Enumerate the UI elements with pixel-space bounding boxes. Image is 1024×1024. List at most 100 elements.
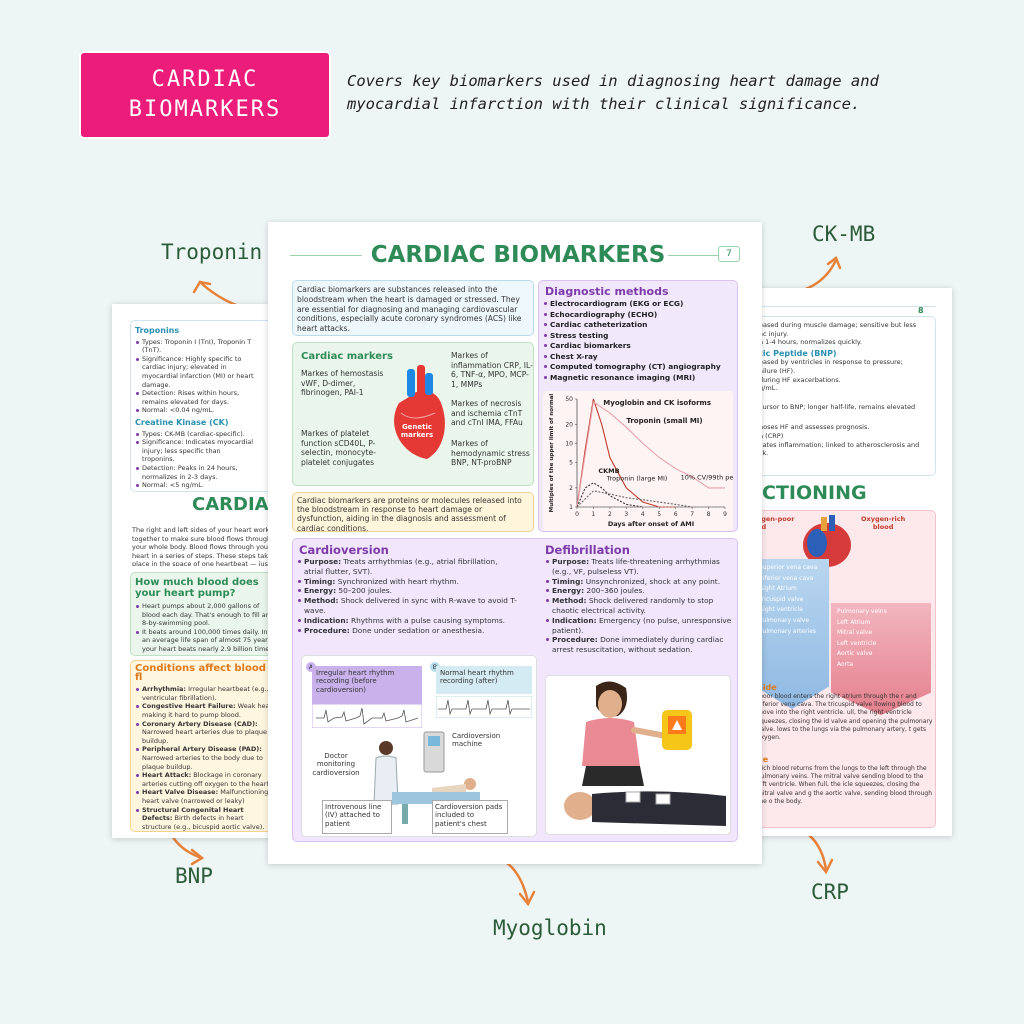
cardioversion-illustration: A Irregular heart rhythm recording (befo… — [301, 655, 537, 837]
page-number: 7 — [718, 246, 740, 262]
cardio-title: Cardioversion — [299, 543, 389, 557]
troponins-title: Troponins — [135, 326, 180, 335]
conditions-box: Conditions affect blood fl Arrhythmia: I… — [130, 660, 280, 832]
cardio-item-value: Rhythms with a pulse causing symptoms. — [350, 615, 506, 625]
crp-line: cates inflammation; linked to atheroscle… — [759, 440, 920, 449]
callout-myoglobin: Myoglobin — [493, 916, 607, 940]
series-line — [576, 400, 725, 508]
condition-item: Structural Congenital Heart Defects: Bir… — [135, 806, 275, 832]
crp-line: sk. — [759, 449, 769, 458]
flow-step-right: Mitral valve — [837, 629, 873, 637]
defib-item-value: Unsynchronized, shock at any point. — [585, 576, 721, 586]
rich-label: Oxygen-rich blood — [861, 515, 906, 531]
ck-line: ac injury. — [759, 329, 789, 338]
y-axis-label: Multiples of the upper limit of normal — [549, 394, 555, 513]
tagline: Covers key biomarkers used in diagnosing… — [347, 72, 879, 113]
condition-term: Arrhythmia: — [142, 685, 187, 694]
callout-ckmb: CK-MB — [812, 222, 876, 246]
ntpro-line: cursor to BNP; longer half-life, remains… — [759, 402, 916, 411]
diag-item: Chest X-ray — [543, 352, 721, 363]
series-label: 10% CV/99th percentile — [681, 474, 733, 482]
list-item: Normal: <5 ng/mL. — [135, 481, 255, 490]
cardio-item: Energy: 50–200 joules. — [297, 586, 517, 596]
left-page: Troponins Types: Troponin I (TnI), Tropo… — [112, 304, 280, 838]
defib-item-key: Purpose: — [552, 557, 590, 566]
normal-label: Normal heart rhythm recording (after) — [436, 666, 532, 694]
series-label: Myoglobin and CK isoforms — [603, 399, 711, 407]
y-tick-label: 1 — [569, 504, 573, 511]
x-tick-label: 7 — [690, 511, 694, 518]
blood-flow-box: ygen-poor od Oxygen-rich blood Superior … — [752, 510, 936, 828]
heart-icon — [394, 365, 445, 459]
condition-term: Structural Congenital Heart Defects: — [142, 805, 244, 823]
flow-step-right: Left Atrium — [837, 618, 871, 626]
defib-item-key: Timing: — [552, 576, 584, 586]
cardio-item: Purpose: Treats arrhythmias (e.g., atria… — [297, 557, 517, 577]
defib-item-value: Treats life-threatening arrhythmias (e.g… — [552, 557, 720, 576]
flow-step-left: Superior vena cava — [759, 564, 818, 571]
left-side-text: -rich blood returns from the lungs to th… — [757, 765, 933, 805]
main-page: CARDIAC BIOMARKERS 7 Cardiac biomarkers … — [268, 222, 762, 864]
series-line — [576, 398, 676, 508]
series-label: Troponin (small MI) — [626, 417, 702, 425]
normal-ecg-icon — [436, 696, 532, 718]
crp-line: n (CRP) — [759, 431, 784, 440]
defibrillation-illustration — [545, 675, 731, 835]
defib-item-value: Shock delivered randomly to stop chaotic… — [552, 596, 714, 615]
defib-item-value: Done immediately during cardiac arrest r… — [552, 635, 724, 655]
x-tick-label: 6 — [674, 511, 678, 518]
x-axis-label: Days after onset of AMI — [608, 520, 694, 528]
cardio-item: Method: Shock delivered in sync with R-w… — [297, 596, 517, 616]
condition-term: Coronary Artery Disease (CAD): — [142, 719, 258, 728]
left-biomarker-box: Troponins Types: Troponin I (TnI), Tropo… — [130, 320, 280, 492]
x-tick-label: 8 — [707, 511, 711, 518]
cardio-item-value: Treats arrhythmias (e.g., atrial fibrill… — [304, 557, 498, 576]
condition-item: Coronary Artery Disease (CAD): Narrowed … — [135, 720, 275, 746]
list-item: Heart pumps about 2,000 gallons of blood… — [135, 602, 275, 628]
cardio-item: Indication: Rhythms with a pulse causing… — [297, 616, 517, 626]
crp-line: noses HF and assesses prognosis. — [759, 423, 870, 432]
condition-term: Heart Valve Disease: — [142, 788, 219, 797]
marker-group: Markes of necrosis and ischemia cTnT and… — [451, 399, 523, 428]
title-banner: CARDIAC BIOMARKERS — [81, 53, 329, 137]
left-side-title: de — [757, 755, 769, 764]
cardio-item-value: Shock delivered in sync with R-wave to a… — [304, 596, 517, 615]
list-item: Types: CK-MB (cardiac-specific). — [135, 430, 255, 439]
cardio-item: Timing: Synchronized with heart rhythm. — [297, 577, 517, 587]
y-tick-label: 5 — [569, 460, 573, 467]
page-title: CARDIAC BIOMARKERS — [370, 242, 666, 268]
condition-item: Congestive Heart Failure: Weak heart mak… — [135, 702, 275, 719]
flow-step-left: Pulmonary valve — [759, 616, 810, 624]
irregular-label: Irregular heart rhythm recording (before… — [312, 666, 422, 704]
bnp-line: ailure (HF). — [759, 366, 796, 375]
list-item: Detection: Rises within hours, remains e… — [135, 389, 255, 406]
defibrillation-scene-icon — [564, 681, 726, 826]
cardio-item-value: Synchronized with heart rhythm. — [337, 576, 459, 586]
condition-desc: Narrowed heart arteries due to plaque bu… — [142, 728, 268, 745]
marker-group: Markes of platelet function sCD40L, P-se… — [301, 429, 376, 467]
defib-item-value: 200–360 joules. — [586, 586, 645, 596]
defib-item-value: Emergency (no pulse, unresponsive patien… — [552, 615, 732, 635]
condition-item: Peripheral Artery Disease (PAD): Narrowe… — [135, 745, 275, 771]
diag-item: Cardiac biomarkers — [543, 341, 721, 352]
x-tick-label: 1 — [592, 511, 596, 518]
x-tick-label: 3 — [624, 511, 628, 518]
list-item: Significance: Indicates myocardial injur… — [135, 438, 255, 464]
list-item: Significance: Highly specific to cardiac… — [135, 355, 255, 389]
page-number: 8 — [918, 306, 924, 315]
summary-box: Cardiac biomarkers are proteins or molec… — [292, 492, 534, 532]
left-section-title: CARDIA — [192, 494, 269, 515]
ck-title: Creatine Kinase (CK) — [135, 417, 229, 427]
condition-term: Heart Attack: — [142, 771, 192, 780]
right-page: 8 eased during muscle damage; sensitive … — [752, 288, 952, 836]
defib-item: Timing: Unsynchronized, shock at any poi… — [545, 577, 733, 587]
cardio-item-key: Method: — [304, 596, 339, 606]
label-b: B — [430, 662, 440, 672]
cardio-item-key: Purpose: — [304, 557, 342, 566]
doctor-label: Doctor monitoring cardioversion — [312, 752, 360, 777]
flow-step-left: Right ventricle — [759, 606, 803, 614]
y-tick-label: 2 — [569, 485, 573, 492]
flow-step-left: Right Atrium — [759, 585, 797, 593]
bnp-line: during HF exacerbations. — [759, 375, 841, 384]
x-tick-label: 0 — [575, 511, 579, 518]
